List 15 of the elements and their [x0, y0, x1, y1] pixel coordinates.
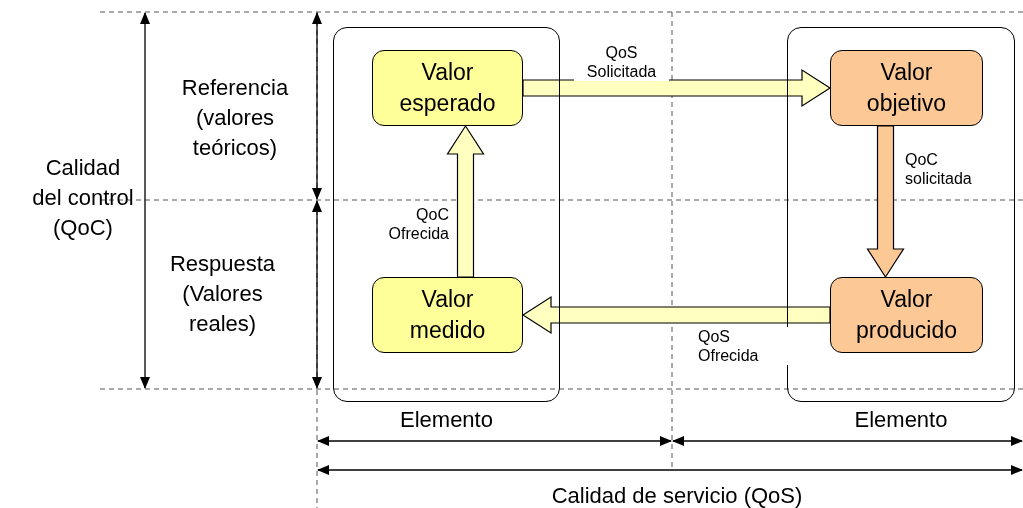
axis-label: Calidad de servicio (QoS): [550, 482, 804, 508]
axis-label: Referencia (valores teóricos): [180, 74, 290, 162]
block-arrow: [522, 68, 832, 108]
block-arrow: [521, 295, 831, 335]
element-heading: Elemento: [399, 407, 494, 433]
block-arrow: [866, 125, 905, 279]
block-arrow: [446, 124, 485, 278]
edge-label: QoS Solicitada: [574, 43, 669, 81]
value-box: Valor producido: [830, 277, 983, 353]
axis-label: Calidad del control (QoC): [31, 154, 135, 242]
value-box: Valor medido: [372, 277, 523, 353]
element-heading: Elemento: [853, 407, 949, 433]
value-box: Valor esperado: [372, 50, 523, 126]
value-box: Valor objetivo: [830, 50, 983, 126]
axis-label: Respuesta (Valores reales): [168, 250, 277, 338]
